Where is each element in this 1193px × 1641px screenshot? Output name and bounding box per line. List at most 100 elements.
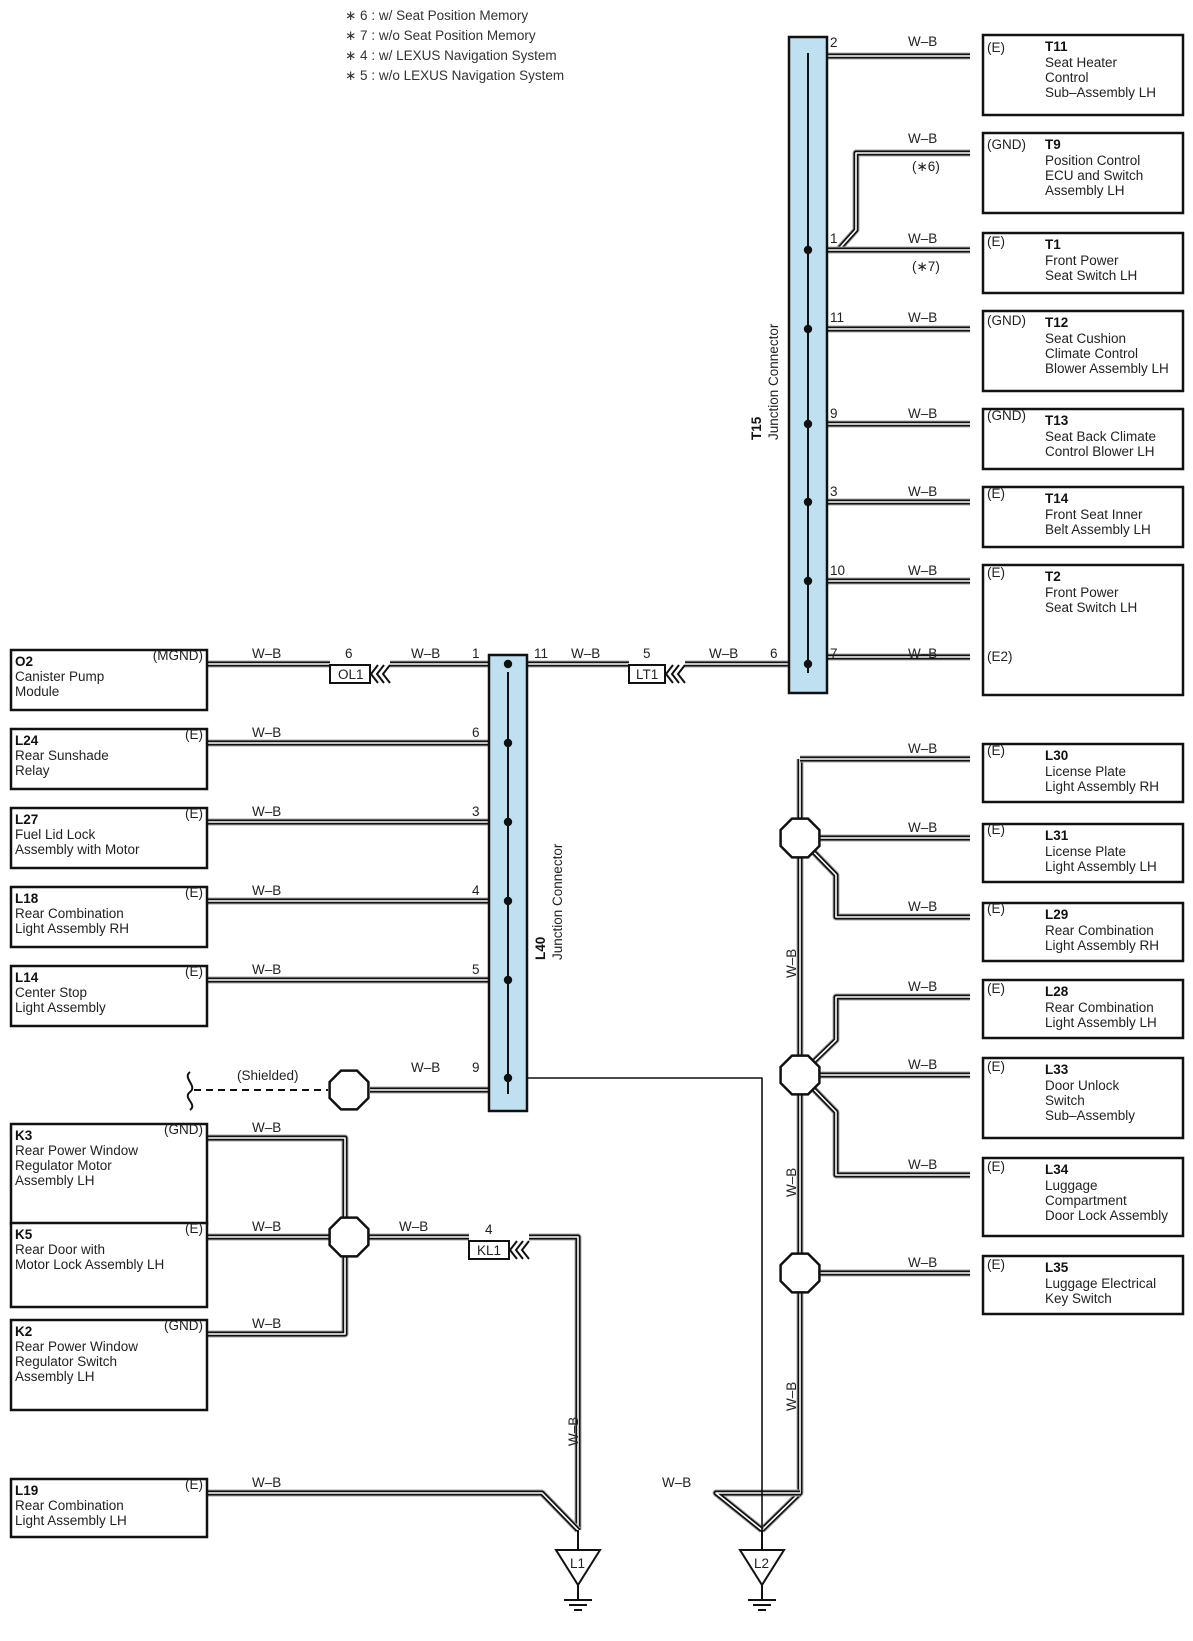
component-id: T9	[1045, 137, 1061, 152]
wire-edge	[798, 994, 970, 1077]
component-name-line: ECU and Switch	[1045, 168, 1143, 183]
component-name-line: Seat Cushion	[1045, 331, 1126, 346]
component-box	[9, 1122, 209, 1226]
wire-core	[529, 1236, 579, 1530]
t15-pin-label: 11	[830, 310, 844, 325]
component-pin-label: (E2)	[987, 649, 1013, 664]
junction-dot	[503, 738, 513, 748]
wire-core	[207, 1137, 346, 1237]
wire-color-label: W–B	[252, 1120, 281, 1135]
component-name-line: Light Assembly LH	[1045, 1015, 1157, 1030]
component-box	[9, 727, 209, 791]
wire-color-label: W–B	[908, 231, 937, 246]
t15-name: Junction Connector	[766, 323, 781, 440]
wire-color-label: W–B	[399, 1219, 428, 1234]
splice-octagon	[328, 1216, 370, 1258]
inline-connector-ol1: OL1 6	[329, 646, 391, 684]
component-pin-label: (E)	[987, 1257, 1005, 1272]
component-name-line: Control	[1045, 70, 1089, 85]
wire-color-label: W–B	[908, 34, 937, 49]
wire-color-label: W–B	[411, 646, 440, 661]
component-id: L29	[1045, 907, 1068, 922]
l40-pin-label: 6	[472, 725, 480, 740]
component-id: L34	[1045, 1162, 1069, 1177]
wire-core	[715, 1492, 800, 1531]
component-box	[981, 901, 1185, 963]
wire-core	[207, 1492, 579, 1531]
wire-color-label: W–B	[908, 131, 937, 146]
wire-color-label: W–B	[411, 1060, 440, 1075]
component-box	[9, 885, 209, 949]
wire-outline	[797, 835, 970, 921]
shielded-label: (Shielded)	[237, 1068, 299, 1083]
component-box	[9, 806, 209, 870]
component-id: T11	[1045, 39, 1068, 54]
component-name-line: Sub–Assembly	[1045, 1108, 1135, 1123]
wire-core	[799, 837, 970, 918]
junction-l40: L40 Junction Connector	[487, 653, 565, 1113]
component-pin-label: (GND)	[164, 1122, 203, 1137]
component-id: L14	[15, 970, 39, 985]
component-name-line: Blower Assembly LH	[1045, 361, 1169, 376]
t15-pin-label: 6	[770, 646, 778, 661]
component-name-line: Center Stop	[15, 985, 87, 1000]
note-4: ∗ 5 : w/o LEXUS Navigation System	[345, 68, 564, 83]
wire-outline	[797, 993, 970, 1078]
component-name-line: Canister Pump	[15, 669, 104, 684]
component-pin-label: (E)	[987, 40, 1005, 55]
splice-octagon	[779, 1054, 821, 1096]
component-box	[981, 309, 1185, 393]
component-id: L19	[15, 1483, 38, 1498]
junction-dot	[503, 1073, 513, 1083]
wire-color-label: W–B	[252, 1219, 281, 1234]
component-id: L27	[15, 812, 38, 827]
wires	[207, 52, 970, 1533]
component-pin-label: (GND)	[987, 137, 1026, 152]
component-name-line: Rear Power Window	[15, 1143, 138, 1158]
wire-color-label: W–B	[908, 1157, 937, 1172]
lt1-id: LT1	[636, 667, 658, 682]
component-pin-label: (E)	[987, 743, 1005, 758]
component-pin-label: (E)	[185, 727, 203, 742]
l40-name: Junction Connector	[550, 843, 565, 960]
wire-color-label-vertical: W–B	[784, 949, 799, 978]
component-name-line: Front Power	[1045, 585, 1119, 600]
component-id: T1	[1045, 237, 1061, 252]
component-box	[9, 1318, 209, 1412]
ol1-id: OL1	[338, 667, 364, 682]
component-name-line: Light Assembly RH	[15, 921, 129, 936]
junction-dot	[503, 975, 513, 985]
option-notes: ∗ 6 : w/ Seat Position Memory ∗ 7 : w/o …	[345, 8, 564, 83]
component-box	[981, 131, 1185, 215]
component-pin-label: (E)	[987, 234, 1005, 249]
wire-color-label: W–B	[571, 646, 600, 661]
splice-points	[328, 817, 821, 1294]
t15-pin-label: 10	[830, 563, 845, 578]
component-box	[981, 822, 1185, 884]
component-name-line: Sub–Assembly LH	[1045, 85, 1156, 100]
component-name-line: Motor Lock Assembly LH	[15, 1257, 164, 1272]
component-id: T12	[1045, 315, 1068, 330]
wire-color-label: W–B	[908, 820, 937, 835]
component-name-line: Seat Switch LH	[1045, 600, 1137, 615]
junction-t15: T15 Junction Connector	[749, 35, 829, 695]
wire-color-label: W–B	[252, 1316, 281, 1331]
component-name-line: Door Lock Assembly	[1045, 1208, 1168, 1223]
